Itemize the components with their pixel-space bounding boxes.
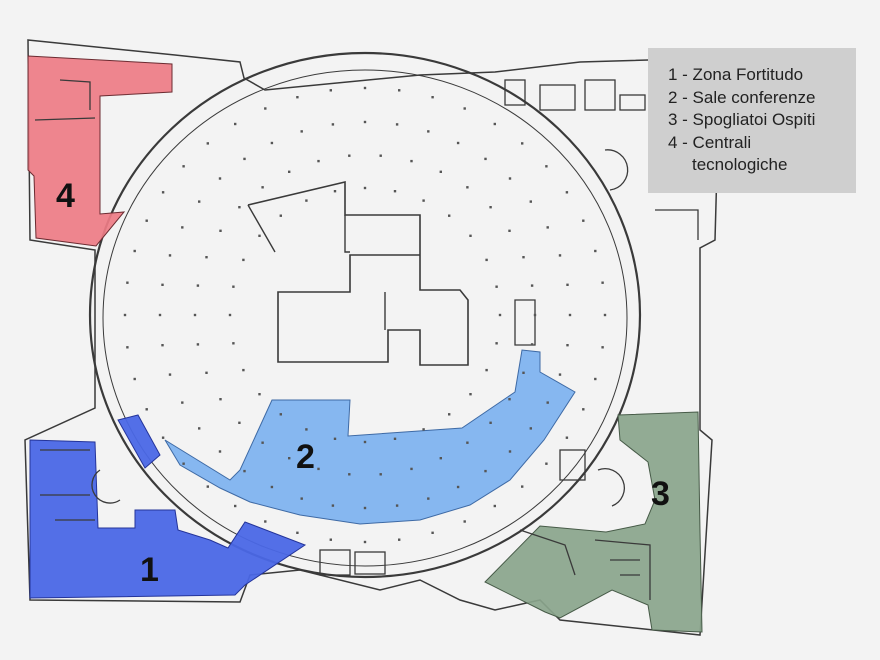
legend-item-4: 4 - Centrali tecnologiche [668,132,848,177]
legend-box: 1 - Zona Fortitudo 2 - Sale conferenze 3… [648,48,856,193]
zone-4-area [27,55,173,247]
legend-item-4-line1: 4 - Centrali [668,132,752,152]
plan-details [34,79,699,600]
zone-label-1: 1 [140,551,159,589]
legend-item-4-line2: tecnologiche [692,155,788,174]
zone-1-annex [117,414,161,469]
legend-item-3: 3 - Spogliatoi Ospiti [668,110,816,129]
zone-3-area [484,411,703,633]
legend-item-2: 2 - Sale conferenze [668,87,816,107]
column-grid [123,86,607,544]
zone-label-2: 2 [296,438,315,476]
zone-1-area [29,439,307,599]
legend-item-1: 1 - Zona Fortitudo [668,65,804,84]
inner-ring [102,69,628,567]
outer-ring [88,51,642,579]
central-block-inner [247,204,386,330]
zone-label-3: 3 [651,475,670,513]
central-block [247,180,469,366]
zone-2-area [164,349,576,525]
building-outline [24,39,721,636]
zone-label-4: 4 [56,177,75,215]
